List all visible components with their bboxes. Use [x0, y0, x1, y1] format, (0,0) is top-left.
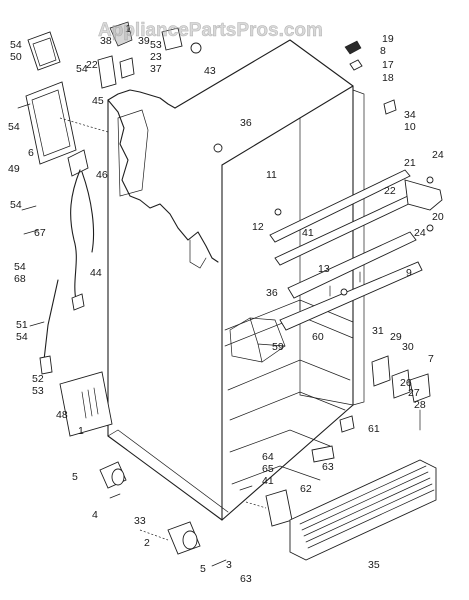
callout-label: 22	[86, 59, 98, 71]
callout-label: 24	[414, 227, 426, 239]
callout-label: 60	[312, 331, 324, 343]
callout-label: 44	[90, 267, 102, 279]
callout-label: 33	[134, 515, 146, 527]
base-bracket-set	[265, 445, 335, 527]
callout-label: 6	[28, 147, 34, 159]
callout-label: 9	[406, 267, 412, 279]
callout-label: 27	[408, 387, 420, 399]
callout-label: 13	[318, 263, 330, 275]
callout-label: 10	[404, 121, 416, 133]
callout-label: 49	[8, 163, 20, 175]
callout-label: 1	[78, 425, 84, 437]
callout-label: 4	[92, 509, 98, 521]
callout-label: 65	[262, 463, 274, 475]
top-left-hardware	[25, 21, 183, 177]
access-panel	[59, 371, 113, 437]
callout-label: 5	[200, 563, 206, 575]
callout-label: 61	[368, 423, 380, 435]
callout-label: 21	[404, 157, 416, 169]
callout-label: 28	[414, 399, 426, 411]
assembly-lines	[59, 117, 267, 541]
callout-label: 39	[138, 35, 150, 47]
wiring-harness	[39, 169, 95, 375]
callout-label: 38	[100, 35, 112, 47]
callout-label: 54	[10, 199, 22, 211]
callout-label: 7	[428, 353, 434, 365]
callout-label: 67	[34, 227, 46, 239]
callout-label: 53	[32, 385, 44, 397]
callout-label: 68	[14, 273, 26, 285]
callout-label: 54	[14, 261, 26, 273]
fastener-set	[17, 42, 434, 567]
callout-label: 63	[240, 573, 252, 585]
callout-label: 50	[10, 51, 22, 63]
callout-label: 54	[10, 39, 22, 51]
callout-label: 5	[72, 471, 78, 483]
callout-label: 12	[252, 221, 264, 233]
roller-assembly	[99, 461, 201, 555]
callout-label: 43	[204, 65, 216, 77]
divider-rail-set	[269, 169, 443, 331]
callout-label: 2	[144, 537, 150, 549]
callout-label: 20	[432, 211, 444, 223]
callout-label: 54	[16, 331, 28, 343]
callout-label: 11	[266, 169, 277, 181]
callout-label: 36	[240, 117, 252, 129]
callout-label: 54	[76, 63, 88, 75]
callout-label: 23	[150, 51, 162, 63]
callout-label: 51	[16, 319, 28, 331]
callout-label: 37	[150, 63, 162, 75]
callout-label: 45	[92, 95, 104, 107]
callout-label: 54	[8, 121, 20, 133]
callout-label: 63	[322, 461, 334, 473]
callout-label: 8	[380, 45, 386, 57]
callout-label: 35	[368, 559, 380, 571]
callout-label: 34	[404, 109, 416, 121]
callout-label: 48	[56, 409, 68, 421]
callout-label: 3	[226, 559, 232, 571]
callout-label: 1	[125, 23, 131, 35]
toe-grille	[289, 459, 437, 561]
callout-label: 53	[150, 39, 162, 51]
callout-label-group: 54 50 38 39 1 22 53 23 37 43 19 8 17 18 …	[8, 23, 444, 585]
callout-label: 19	[382, 33, 394, 45]
callout-label: 18	[382, 72, 394, 84]
callout-label: 62	[300, 483, 312, 495]
callout-label: 64	[262, 451, 274, 463]
leveling-bracket-set	[339, 355, 431, 433]
callout-label: 46	[96, 169, 108, 181]
callout-label: 31	[372, 325, 384, 337]
callout-label: 26	[400, 377, 412, 389]
callout-label: 36	[266, 287, 278, 299]
callout-label: 41	[262, 475, 274, 487]
callout-label: 30	[402, 341, 414, 353]
top-hinge	[344, 40, 397, 115]
callout-label: 24	[432, 149, 444, 161]
callout-label: 52	[32, 373, 44, 385]
callout-label: 41	[302, 227, 314, 239]
callout-label: 29	[390, 331, 402, 343]
callout-label: 22	[384, 185, 396, 197]
callout-label: 59	[272, 341, 284, 353]
callout-label: 17	[382, 59, 394, 71]
watermark-text: AppliancePartsPros.com	[98, 20, 323, 41]
